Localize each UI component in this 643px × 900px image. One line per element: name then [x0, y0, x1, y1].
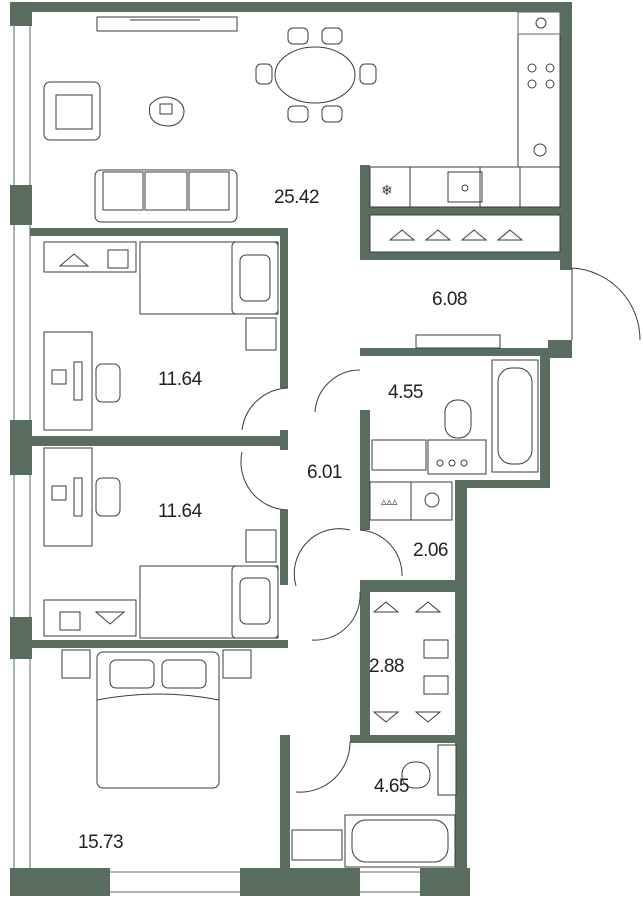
sofa: [94, 169, 238, 223]
dining-table: [255, 27, 377, 123]
area-bathroom-1: 4.55: [388, 382, 423, 403]
area-laundry: 2.06: [413, 540, 448, 561]
area-wardrobe: 2.88: [369, 656, 404, 677]
area-living-kitchen: 25.42: [274, 187, 319, 208]
bedroom1-furniture: [43, 241, 279, 431]
walls: [10, 2, 572, 896]
bathroom2-fixtures: [291, 744, 457, 868]
svg-text:❄: ❄: [381, 183, 393, 199]
area-master-bedroom: 15.73: [78, 832, 123, 853]
bathroom1-fixtures: [371, 359, 539, 475]
area-bathroom-2: 4.65: [374, 776, 409, 797]
entrance-door: [415, 267, 641, 349]
master-bed: [61, 649, 252, 789]
area-bedroom-1: 11.64: [158, 369, 203, 390]
hallway-wardrobe: [369, 214, 561, 253]
left-wall-top: [10, 2, 32, 26]
kitchen-counter: ❄: [369, 11, 561, 208]
area-corridor: 6.01: [307, 462, 342, 483]
tv-unit: [96, 16, 238, 32]
bedroom2-furniture: [43, 447, 279, 639]
area-bedroom-2: 11.64: [158, 501, 203, 522]
svg-text:▵▵▵: ▵▵▵: [381, 495, 398, 508]
wardrobe-fittings: [372, 601, 449, 723]
armchair: [43, 81, 101, 141]
laundry-appliances: ▵▵▵: [369, 481, 453, 521]
area-labels: 25.42 6.08 11.64 4.55 6.01 11.64 2.06 2.…: [78, 187, 467, 853]
bedroom1-door: [241, 387, 289, 431]
corridor-doors: [293, 369, 403, 793]
coffee-table: [149, 96, 185, 127]
area-hall: 6.08: [432, 289, 467, 310]
bedroom2-door: [240, 451, 289, 511]
